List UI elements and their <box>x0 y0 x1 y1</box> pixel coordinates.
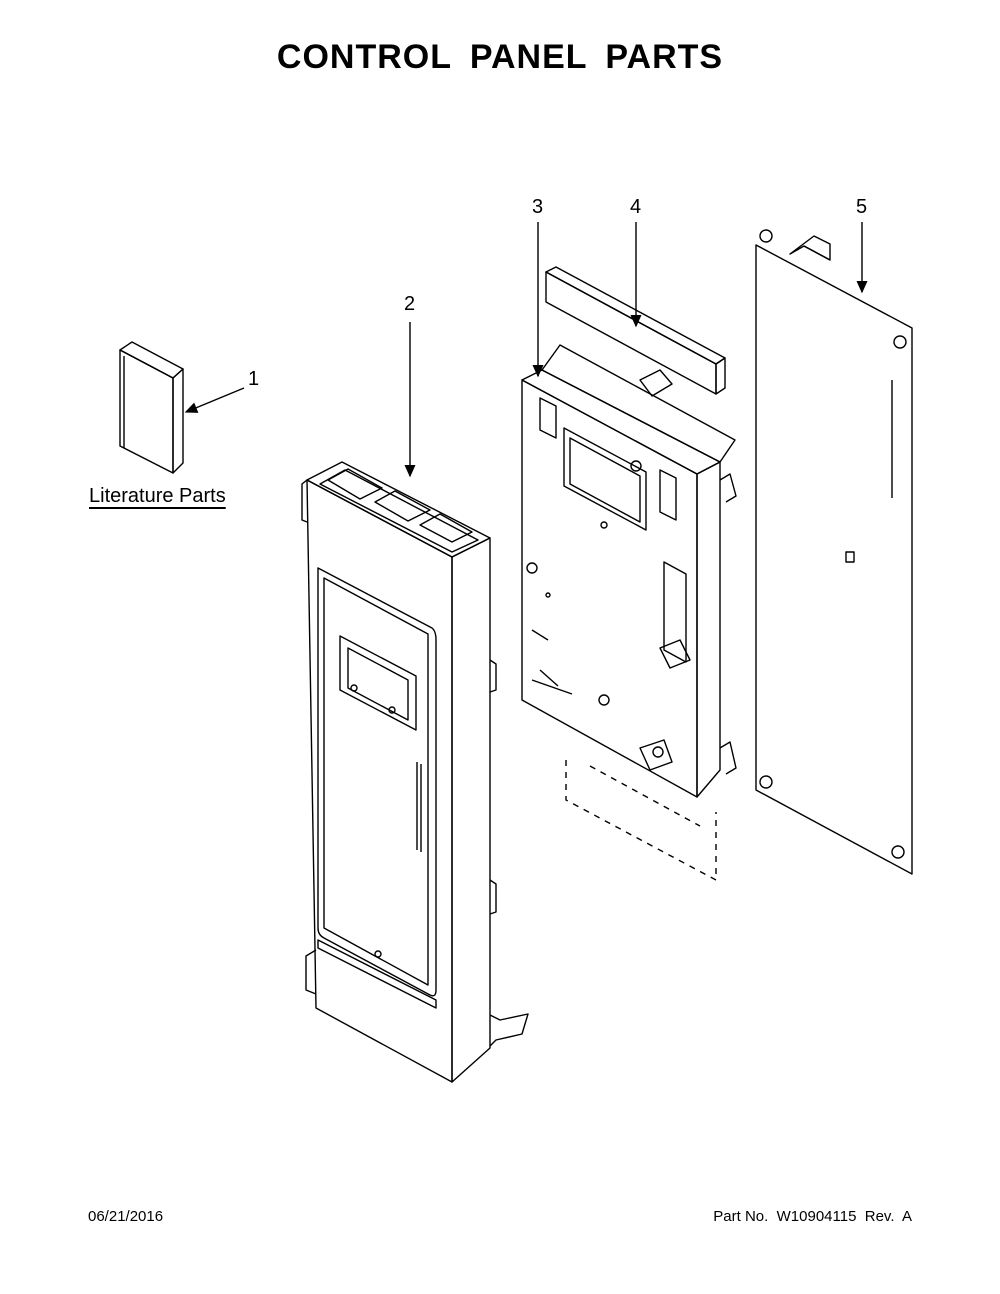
literature-parts-label: Literature Parts <box>89 485 226 507</box>
callout-4: 4 <box>630 196 642 218</box>
callout-5: 5 <box>856 196 868 218</box>
footer-part-number: Part No. W10904115 Rev. A <box>713 1208 912 1225</box>
literature-booklet-part <box>119 341 184 474</box>
membrane-panel-part <box>755 229 913 875</box>
callout-2: 2 <box>404 293 416 315</box>
control-bracket-part <box>521 344 737 881</box>
callout-1: 1 <box>248 368 260 390</box>
callout-3: 3 <box>532 196 544 218</box>
control-panel-frame-part <box>301 461 529 1083</box>
trim-strip-part <box>545 266 726 395</box>
footer-date: 06/21/2016 <box>88 1208 164 1225</box>
leader-part-1 <box>184 387 245 413</box>
callout-leaders <box>184 222 868 478</box>
page-title: CONTROL PANEL PARTS <box>276 38 724 76</box>
